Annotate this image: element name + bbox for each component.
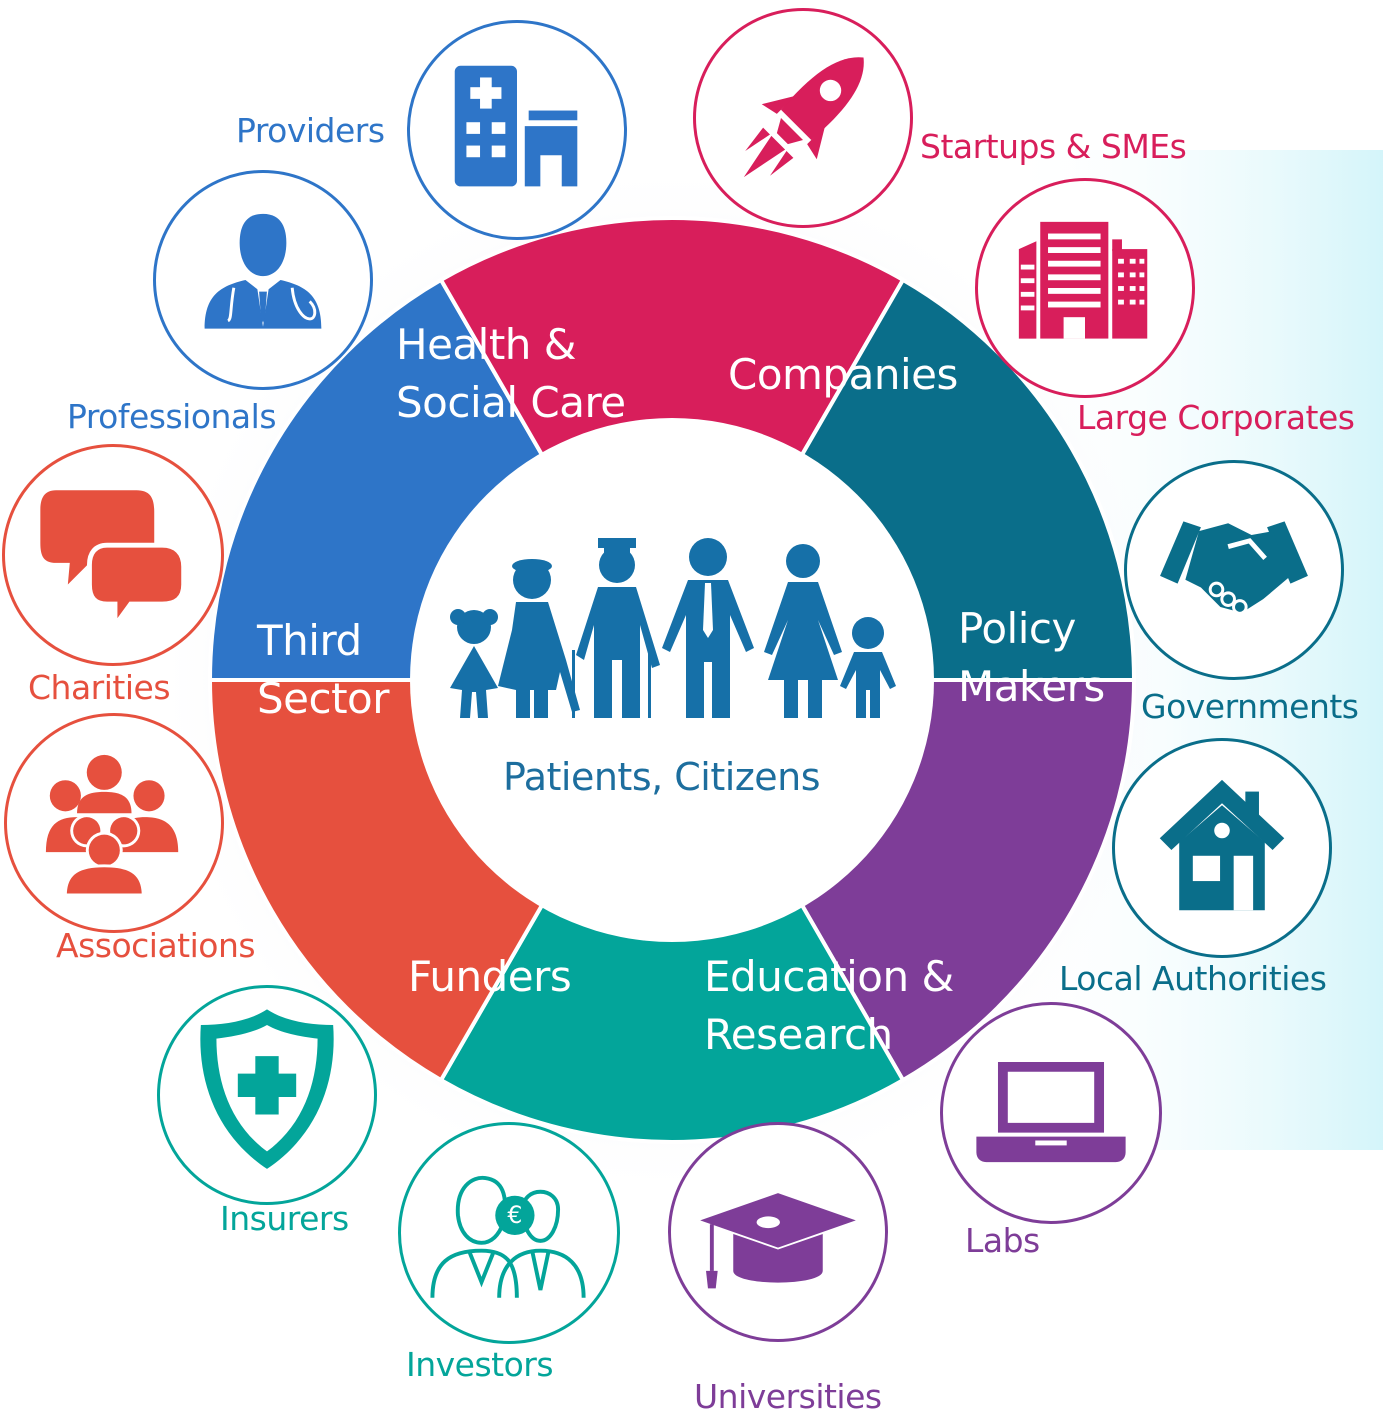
segment-label-companies: Companies [728,350,958,399]
rocket-icon [693,8,913,228]
label-investors: Investors [406,1345,554,1384]
speech-bubbles-icon [2,444,224,666]
label-associations: Associations [56,926,256,965]
label-labs: Labs [965,1221,1040,1260]
svg-text:€: € [507,1201,522,1229]
label-professionals: Professionals [67,397,277,436]
label-providers: Providers [236,111,385,150]
office-building-icon [975,178,1195,398]
group-people-icon [4,713,224,933]
label-insurers: Insurers [220,1199,349,1238]
family-icon [450,538,896,718]
segment-label-education: Education &Research [704,952,954,1059]
label-universities: Universities [694,1377,882,1416]
segment-label-funders: Funders [408,952,572,1001]
doctor-icon [153,170,373,390]
investors-icon: € [398,1122,620,1344]
label-governments: Governments [1141,687,1359,726]
segment-label-health: Health &Social Care [396,320,626,427]
label-large-corporates: Large Corporates [1077,398,1355,437]
label-charities: Charities [28,668,171,707]
label-local-authorities: Local Authorities [1059,959,1327,998]
hospital-icon [407,20,627,240]
center-label: Patients, Citizens [503,755,821,799]
graduation-cap-icon [668,1122,888,1342]
house-icon [1112,738,1332,958]
laptop-icon [940,1002,1162,1224]
handshake-icon [1124,460,1344,680]
shield-cross-icon [157,985,377,1205]
label-startups-smes: Startups & SMEs [920,127,1187,166]
